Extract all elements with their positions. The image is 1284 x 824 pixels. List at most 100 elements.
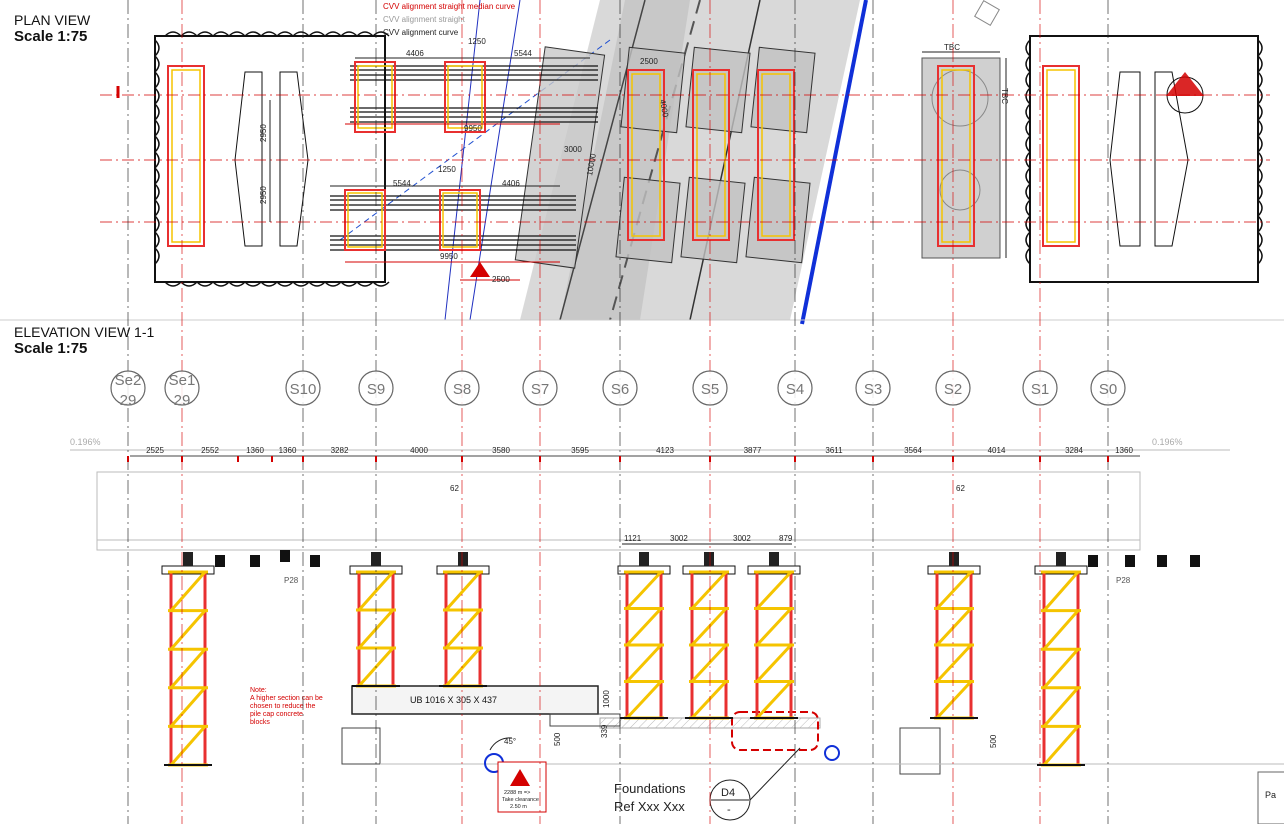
plan-view: TBC TBC [0,0,1284,325]
tbc-label-side: TBC [1000,88,1009,104]
detail-outline [731,711,819,751]
slab [685,46,751,134]
section-label: Se2 [115,372,142,389]
beam-label: UB 1016 X 305 X 437 [410,695,497,705]
tower-diagonal [169,609,207,651]
tower-diagonal [1042,571,1080,612]
tower-diagonal [444,608,482,650]
slab [620,46,686,134]
dim-2950-lower: 2950 [259,186,268,204]
dim-879: 879 [779,534,793,543]
span-dim-value: 1360 [279,446,297,455]
tower-diagonal [690,607,728,647]
angle-arc [489,737,513,751]
tower-jack [769,552,779,566]
dim-500-left: 500 [553,732,562,746]
dim-5544-lower: 5544 [393,179,411,188]
tower-diagonal [444,646,482,688]
span-dim-value: 3580 [492,446,510,455]
detail-ref-sub: - [727,804,731,816]
section-circle [1090,370,1126,406]
dim-500-right: 500 [989,734,998,748]
pier-outline [1109,71,1141,247]
section-label: S2 [944,381,962,398]
section-circle [1022,370,1058,406]
pier-label-p28-right: P28 [1116,576,1131,585]
legend-grey: CVV alignment straight [383,15,466,24]
tower-jack [1056,552,1066,566]
pier-outline [279,71,309,247]
section-label: S10 [290,381,317,398]
tower-diagonal [169,648,207,689]
warning-box [497,761,547,813]
tower-jack [949,552,959,566]
dim-3002-right: 3002 [733,534,751,543]
jack-block [1125,555,1135,567]
dim-10000: 10000 [585,152,598,176]
section-circle [692,370,728,406]
section-label: S4 [786,381,804,398]
section-circle [164,370,200,406]
tower-diagonal [625,680,663,720]
dim-62-right: 62 [956,484,965,493]
tower-jack [458,552,468,566]
slab [680,176,746,264]
tower-diagonal [169,571,207,612]
note-line-1: Note: [250,687,267,694]
tower-diagonal [690,570,728,610]
abutment-edge [164,280,390,287]
tower-diagonal [625,607,663,647]
foundations-ref: Ref Xxx Xxx [614,799,685,814]
legend-red: CVV alignment straight median curve [383,2,516,11]
section-circle [358,370,394,406]
jack-block [250,555,260,567]
shoring-towers [161,550,1200,767]
tower-diagonal [690,680,728,720]
section-label: S9 [367,381,385,398]
jack-block [1088,555,1098,567]
legend-black: CVV alignment curve [383,28,459,37]
dim-2500-bottom: 2500 [492,275,510,284]
jack-block [310,555,320,567]
pier-outline [234,71,263,247]
tower-diagonal [935,643,973,683]
tower-diagonal [444,570,482,612]
slab [750,46,816,134]
tower-diagonal [755,680,793,720]
section-circle [285,370,321,406]
grade-left: 0.196% [70,437,101,447]
warning-line-3: 2.50 m [510,804,527,810]
span-dim-value: 2525 [146,446,164,455]
tower-diagonal [690,643,728,683]
dim-62-left: 62 [450,484,459,493]
span-dim-value: 4014 [988,446,1006,455]
warning-line-2: Take clearance [502,797,539,803]
span-dim-value: 3611 [825,446,843,455]
jack-block [280,550,290,562]
leader-line [749,747,801,801]
warning-triangle-icon [470,262,490,277]
plan-view-header: PLAN VIEW Scale 1:75 [14,12,90,45]
section-label: S7 [531,381,549,398]
section-sub-label: 29 [174,392,191,409]
note-line-3: chosen to reduce the [250,703,315,710]
section-label: S3 [864,381,882,398]
tower-diagonal [935,570,973,610]
dim-4406-upper: 4406 [406,49,424,58]
section-circle [602,370,638,406]
plan-view-scale: Scale 1:75 [14,28,88,45]
tbc-label-top: TBC [944,43,960,52]
elevation-view-header: ELEVATION VIEW 1-1 Scale 1:75 [14,324,154,357]
dim-1250-upper: 1250 [468,37,486,46]
elevation-view-title: ELEVATION VIEW 1-1 [14,324,155,340]
section-circle [855,370,891,406]
slab [615,176,681,264]
section-circle [444,370,480,406]
span-dim-value: 4000 [410,446,428,455]
slab [514,46,606,269]
dim-3000: 3000 [564,145,582,154]
section-gridlines [127,0,1109,824]
